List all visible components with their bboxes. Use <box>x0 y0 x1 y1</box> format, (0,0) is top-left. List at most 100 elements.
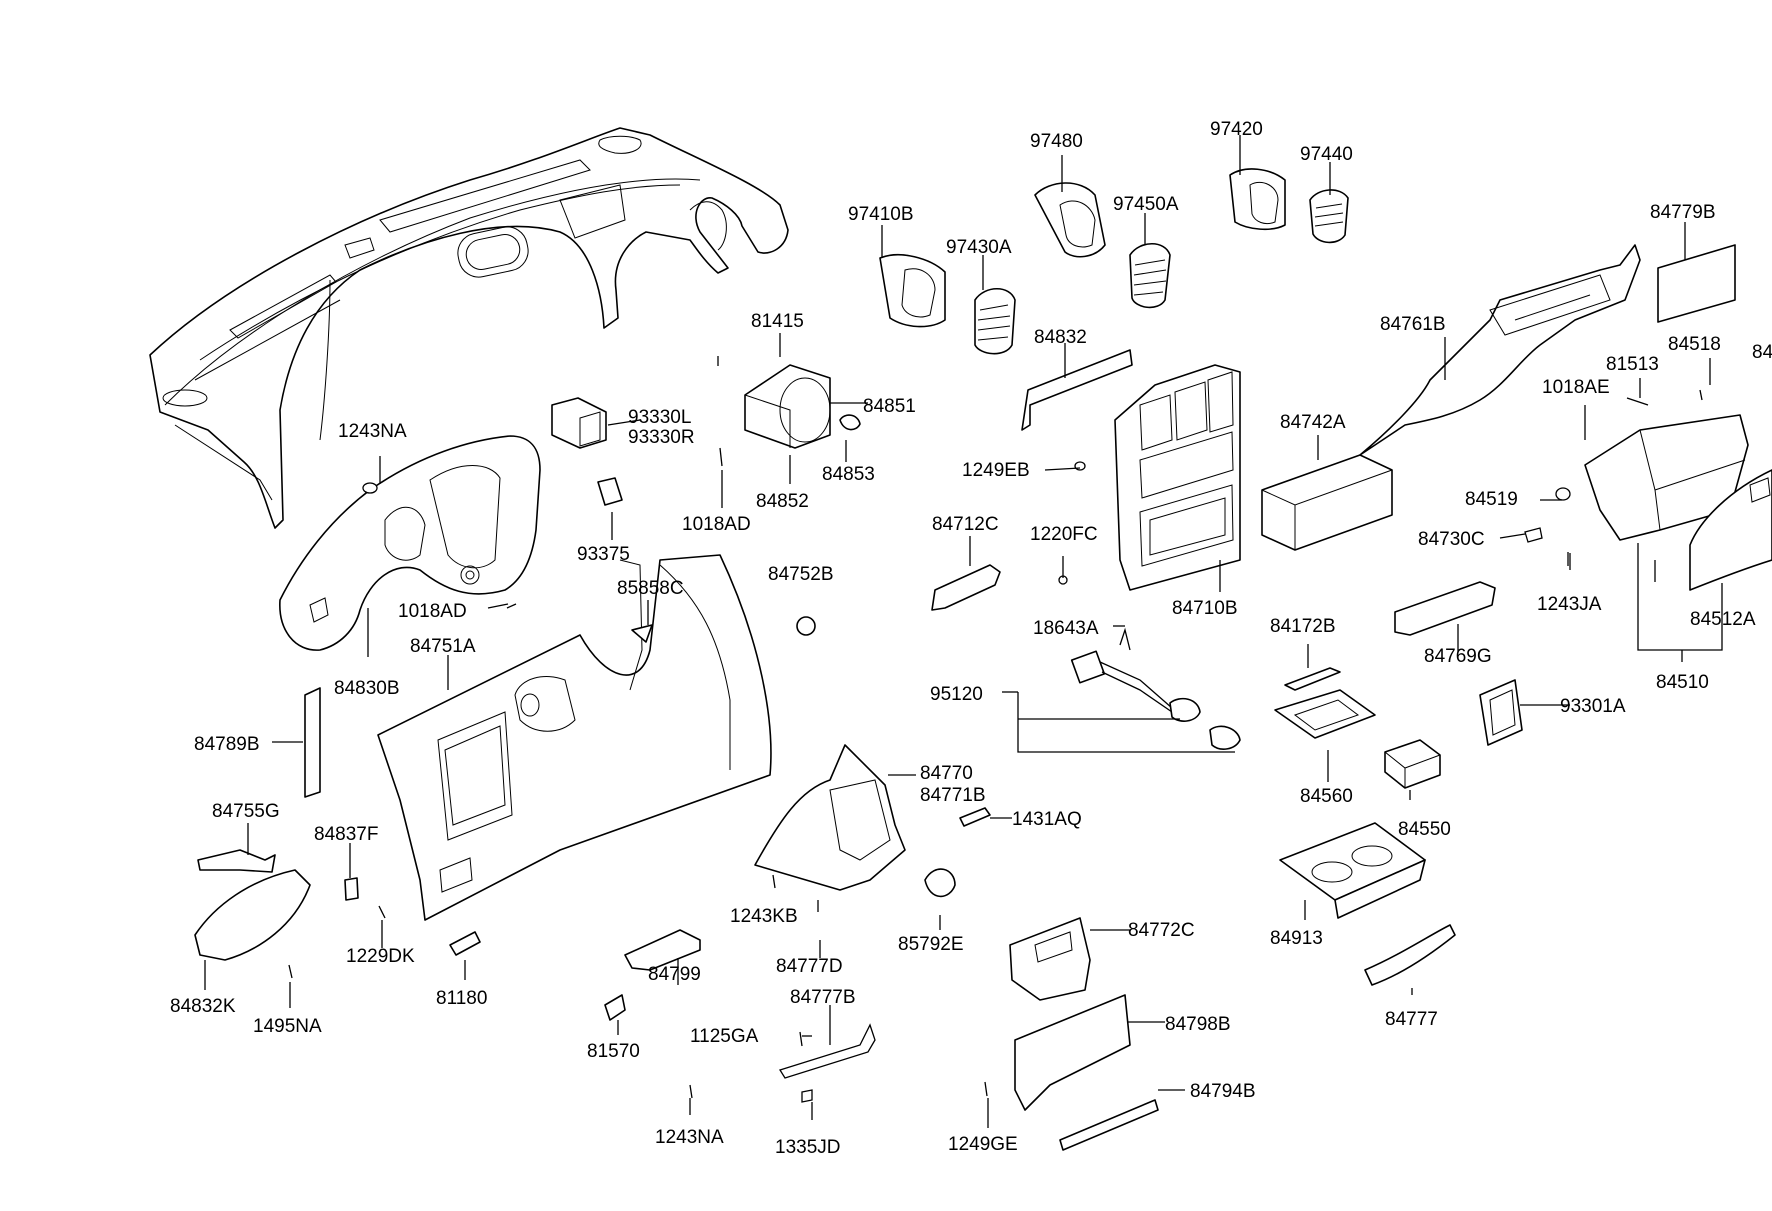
vent-97410b-part <box>879 254 946 328</box>
label-84794B: 84794B <box>1190 1081 1256 1102</box>
label-97430A: 97430A <box>946 237 1012 258</box>
cap-84752b-part <box>796 616 816 636</box>
console-84770-part <box>754 744 906 891</box>
crossbar-84761b-part <box>1359 244 1641 456</box>
pad-84172b-part <box>1284 667 1341 691</box>
switch-93330-part <box>551 397 607 449</box>
label-84798B: 84798B <box>1165 1014 1231 1035</box>
label-84851: 84851 <box>863 396 916 417</box>
label-84779B: 84779B <box>1650 202 1716 223</box>
label-84518: 84518 <box>1668 334 1721 355</box>
label-84172B: 84172B <box>1270 616 1336 637</box>
clip-84853-part <box>839 414 861 431</box>
label-1249GE: 1249GE <box>948 1134 1018 1155</box>
label-84830B: 84830B <box>334 678 400 699</box>
part-labels: 97480 97420 97440 97410B 97450A 97430A 8… <box>170 119 1772 1158</box>
label-1220FC: 1220FC <box>1030 524 1098 545</box>
leader-lines <box>204 135 1723 1128</box>
label-1243NA-top: 1243NA <box>338 421 407 442</box>
label-84519: 84519 <box>1465 489 1518 510</box>
bracket-84777b-part <box>779 1023 876 1079</box>
label-84761B: 84761B <box>1380 314 1446 335</box>
label-97410B: 97410B <box>848 204 914 225</box>
housing-84851-part <box>744 364 831 449</box>
label-84789B: 84789B <box>194 734 260 755</box>
label-1249EB: 1249EB <box>962 460 1030 481</box>
label-84777B: 84777B <box>790 987 856 1008</box>
label-84777D: 84777D <box>776 956 843 977</box>
label-93375: 93375 <box>577 544 630 565</box>
clip-85858c-part <box>631 624 653 643</box>
label-81513: 81513 <box>1606 354 1659 375</box>
label-84852: 84852 <box>756 491 809 512</box>
label-84772C: 84772C <box>1128 920 1195 941</box>
label-84560: 84560 <box>1300 786 1353 807</box>
label-85792E: 85792E <box>898 934 964 955</box>
label-84777: 84777 <box>1385 1009 1438 1030</box>
bracket-84799-part <box>624 929 701 971</box>
label-1125GA: 1125GA <box>690 1026 759 1047</box>
bracket-84769g-part <box>1394 581 1496 636</box>
label-84512A: 84512A <box>1690 609 1756 630</box>
label-97480: 97480 <box>1030 131 1083 152</box>
label-18643A: 18643A <box>1033 618 1099 639</box>
label-1495NA: 1495NA <box>253 1016 322 1037</box>
vent-97420-part <box>1229 168 1286 231</box>
label-84832K: 84832K <box>170 996 236 1017</box>
label-93330L: 93330L <box>628 407 691 428</box>
glove-box-lid-part <box>1689 469 1772 591</box>
label-93330R: 93330R <box>628 427 695 448</box>
bezel-84772c-part <box>1009 917 1091 1001</box>
fasteners <box>288 356 1703 1103</box>
label-85858C: 85858C <box>617 578 684 599</box>
label-84712C: 84712C <box>932 514 999 535</box>
label-1243JA: 1243JA <box>1537 594 1602 615</box>
label-93301A: 93301A <box>1560 696 1626 717</box>
label-1018AD-top: 1018AD <box>682 514 751 535</box>
label-1243KB: 1243KB <box>730 906 798 927</box>
label-1431AQ: 1431AQ <box>1012 809 1082 830</box>
clip-84837f-part <box>344 877 359 901</box>
label-1018AD-mid: 1018AD <box>398 601 467 622</box>
label-84710B: 84710B <box>1172 598 1238 619</box>
label-81570: 81570 <box>587 1041 640 1062</box>
label-84771B: 84771B <box>920 785 986 806</box>
storage-box-part <box>1261 454 1393 551</box>
vent-97440-part <box>1309 189 1349 244</box>
label-84510: 84510 <box>1656 672 1709 693</box>
crash-pad-part <box>149 127 789 529</box>
plate-84712c-part <box>931 564 1001 611</box>
plate-84779b-part <box>1657 244 1736 323</box>
center-fascia-part <box>1114 364 1241 591</box>
label-95120: 95120 <box>930 684 983 705</box>
lower-crash-pad-part <box>377 554 772 921</box>
label-84853: 84853 <box>822 464 875 485</box>
label-84-cut: 84 <box>1752 342 1772 363</box>
cover-84798b-part <box>1014 994 1131 1111</box>
sleeve-81180-part <box>449 931 481 956</box>
switch-93375-part <box>597 477 623 506</box>
bracket-81570-part <box>604 994 626 1021</box>
switch-93301a-part <box>1479 679 1523 746</box>
cigar-lighter-part <box>1070 627 1241 750</box>
knob-85792e-part <box>924 868 956 898</box>
label-97450A: 97450A <box>1113 194 1179 215</box>
tray-84560-part <box>1274 689 1376 739</box>
label-84770: 84770 <box>920 763 973 784</box>
label-1018AE: 1018AE <box>1542 377 1610 398</box>
label-84755G: 84755G <box>212 801 280 822</box>
ashtray-84550-part <box>1384 739 1441 789</box>
label-84832: 84832 <box>1034 327 1087 348</box>
cover-84832-part <box>1021 349 1133 431</box>
label-97440: 97440 <box>1300 144 1353 165</box>
label-84752B: 84752B <box>768 564 834 585</box>
strip-84789b-part <box>304 687 321 798</box>
strip-84777-part <box>1364 924 1456 986</box>
cupholder-84913-part <box>1279 822 1426 919</box>
bracket-84755g-part <box>197 849 276 873</box>
label-84742A: 84742A <box>1280 412 1346 433</box>
label-97420: 97420 <box>1210 119 1263 140</box>
bracket-84794b-part <box>1059 1099 1159 1151</box>
label-1229DK: 1229DK <box>346 946 415 967</box>
